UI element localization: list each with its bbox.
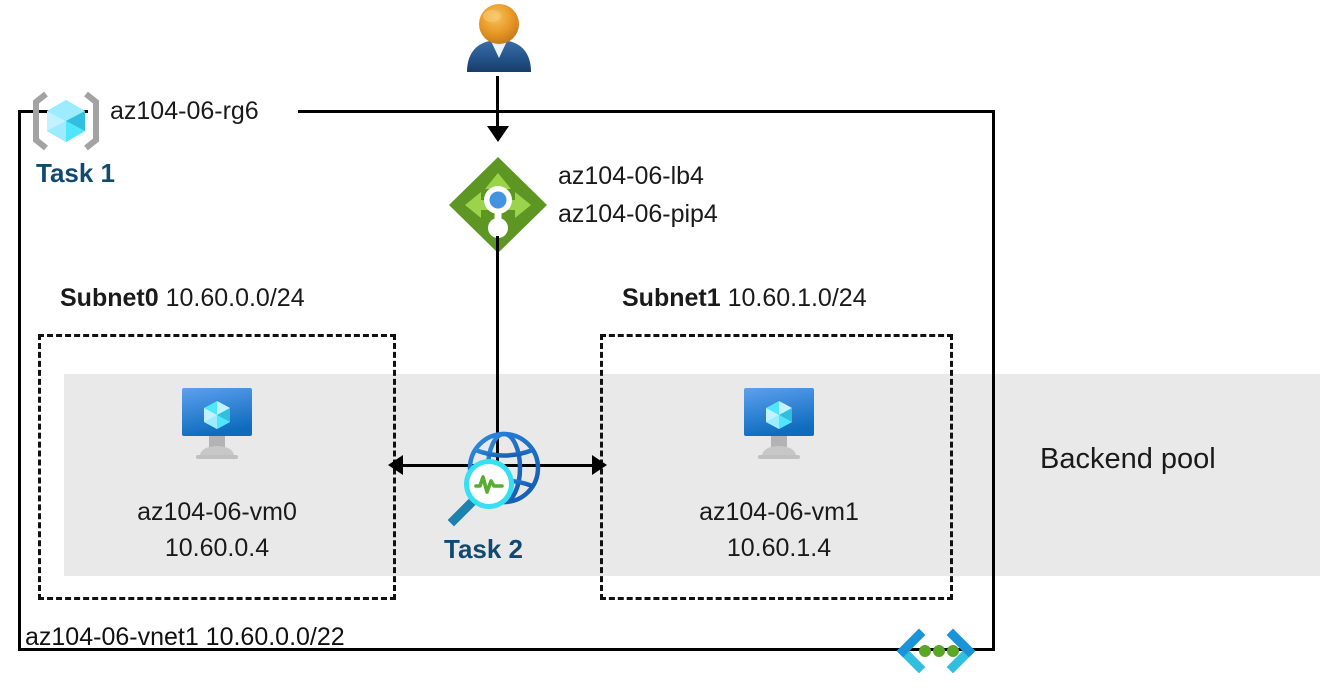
user-person-icon (462, 2, 536, 74)
vm0-name: az104-06-vm0 (137, 498, 297, 526)
subnet0-cidr: 10.60.0.0/24 (165, 284, 305, 312)
resource-group-border-right (992, 110, 995, 651)
subnet1-name: Subnet1 (622, 284, 721, 312)
vm1-name: az104-06-vm1 (699, 498, 859, 526)
backend-pool-label: Backend pool (1040, 443, 1216, 475)
vnet-label: az104-06-vnet1 10.60.0.0/22 (25, 623, 345, 651)
task-1-label: Task 1 (36, 158, 116, 188)
load-balancer-name: az104-06-lb4 (558, 162, 704, 190)
subnet0-caption: Subnet0 10.60.0.0/24 (60, 284, 305, 313)
user-to-lb-arrowhead (487, 126, 509, 142)
resource-group-icon (30, 90, 102, 152)
resource-group-name: az104-06-rg6 (110, 97, 259, 125)
subnet1-cidr: 10.60.1.0/24 (727, 284, 867, 312)
subnet0-name: Subnet0 (60, 284, 159, 312)
lb-to-network-line (496, 236, 499, 468)
network-watcher-globe-icon (447, 420, 552, 528)
load-balancer-icon (447, 155, 549, 255)
subnet1-caption: Subnet1 10.60.1.0/24 (622, 284, 867, 313)
virtual-network-icon (895, 627, 977, 675)
vm1-ip-address: 10.60.1.4 (726, 534, 832, 562)
subnet-arrowhead-left (388, 455, 403, 475)
task-2-label: Task 2 (444, 534, 524, 564)
load-balancer-public-ip-name: az104-06-pip4 (558, 200, 718, 228)
backend-pool-band (64, 374, 1320, 576)
resource-group-border-left (18, 110, 21, 651)
virtual-machine-icon-vm0 (178, 382, 256, 462)
subnet-arrowhead-right (592, 455, 607, 475)
virtual-machine-icon-vm1 (740, 382, 818, 462)
vm0-ip-address: 10.60.0.4 (164, 534, 270, 562)
resource-group-border-bottom (18, 648, 995, 651)
resource-group-border-top-right (298, 110, 995, 113)
user-to-lb-line (496, 76, 499, 129)
